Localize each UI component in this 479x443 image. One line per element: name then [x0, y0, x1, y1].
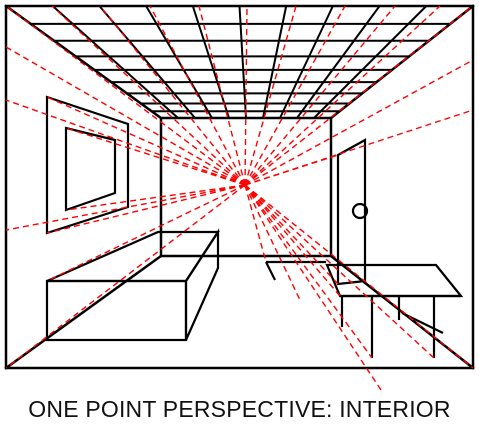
guide-line — [244, 5, 474, 186]
diagram-caption: ONE POINT PERSPECTIVE: INTERIOR — [28, 396, 451, 422]
guide-line — [5, 99, 246, 186]
guide-line — [244, 184, 267, 263]
ceiling-grid-line — [238, 5, 247, 119]
table-stretcher — [401, 312, 444, 334]
ceiling-grid-line — [191, 5, 230, 119]
guide-line — [46, 96, 246, 186]
vanishing-guide-lines — [5, 5, 474, 391]
bed-front — [45, 279, 188, 342]
guide-line — [244, 154, 339, 186]
table — [265, 260, 464, 358]
guide-line — [244, 184, 435, 359]
ceiling-tile-grid — [30, 5, 451, 119]
guide-line — [244, 184, 474, 369]
wall-picture — [45, 95, 130, 235]
vanishing-point — [242, 182, 248, 188]
guide-line — [244, 109, 474, 186]
guide-line — [5, 184, 246, 369]
guide-line — [244, 5, 396, 186]
guide-line — [244, 5, 346, 186]
guide-line — [244, 5, 441, 186]
guide-line — [244, 184, 301, 301]
ceiling-grid-line — [98, 5, 196, 119]
bed-side — [184, 228, 220, 341]
ceiling-grid-line — [262, 5, 288, 119]
guide-line — [65, 127, 246, 186]
guide-line — [149, 5, 246, 186]
guide-line — [198, 5, 246, 186]
guide-line — [244, 59, 474, 186]
picture-frame — [45, 95, 130, 235]
bed — [45, 228, 221, 342]
guide-line — [5, 184, 246, 231]
door-knob — [351, 202, 369, 220]
guide-line — [65, 184, 246, 211]
ceiling-grid-line — [296, 5, 381, 119]
ceiling-grid-line — [145, 5, 213, 119]
guide-line — [244, 5, 297, 186]
guide-line — [51, 5, 246, 186]
guide-line — [244, 184, 373, 359]
ceiling-grid-line — [279, 5, 334, 119]
picture-canvas — [64, 126, 117, 212]
guide-line — [244, 184, 341, 297]
guide-line — [46, 184, 246, 282]
table-shadow-edge — [265, 261, 276, 281]
guide-line — [244, 184, 382, 391]
guide-line — [5, 5, 246, 186]
edge-floor-left — [4, 254, 163, 370]
guide-line — [5, 46, 246, 186]
ceiling-grid-line — [313, 5, 428, 119]
guide-line — [46, 184, 246, 234]
edge-ceiling-left — [4, 4, 163, 120]
guide-line — [99, 5, 246, 186]
guide-line — [244, 184, 339, 285]
